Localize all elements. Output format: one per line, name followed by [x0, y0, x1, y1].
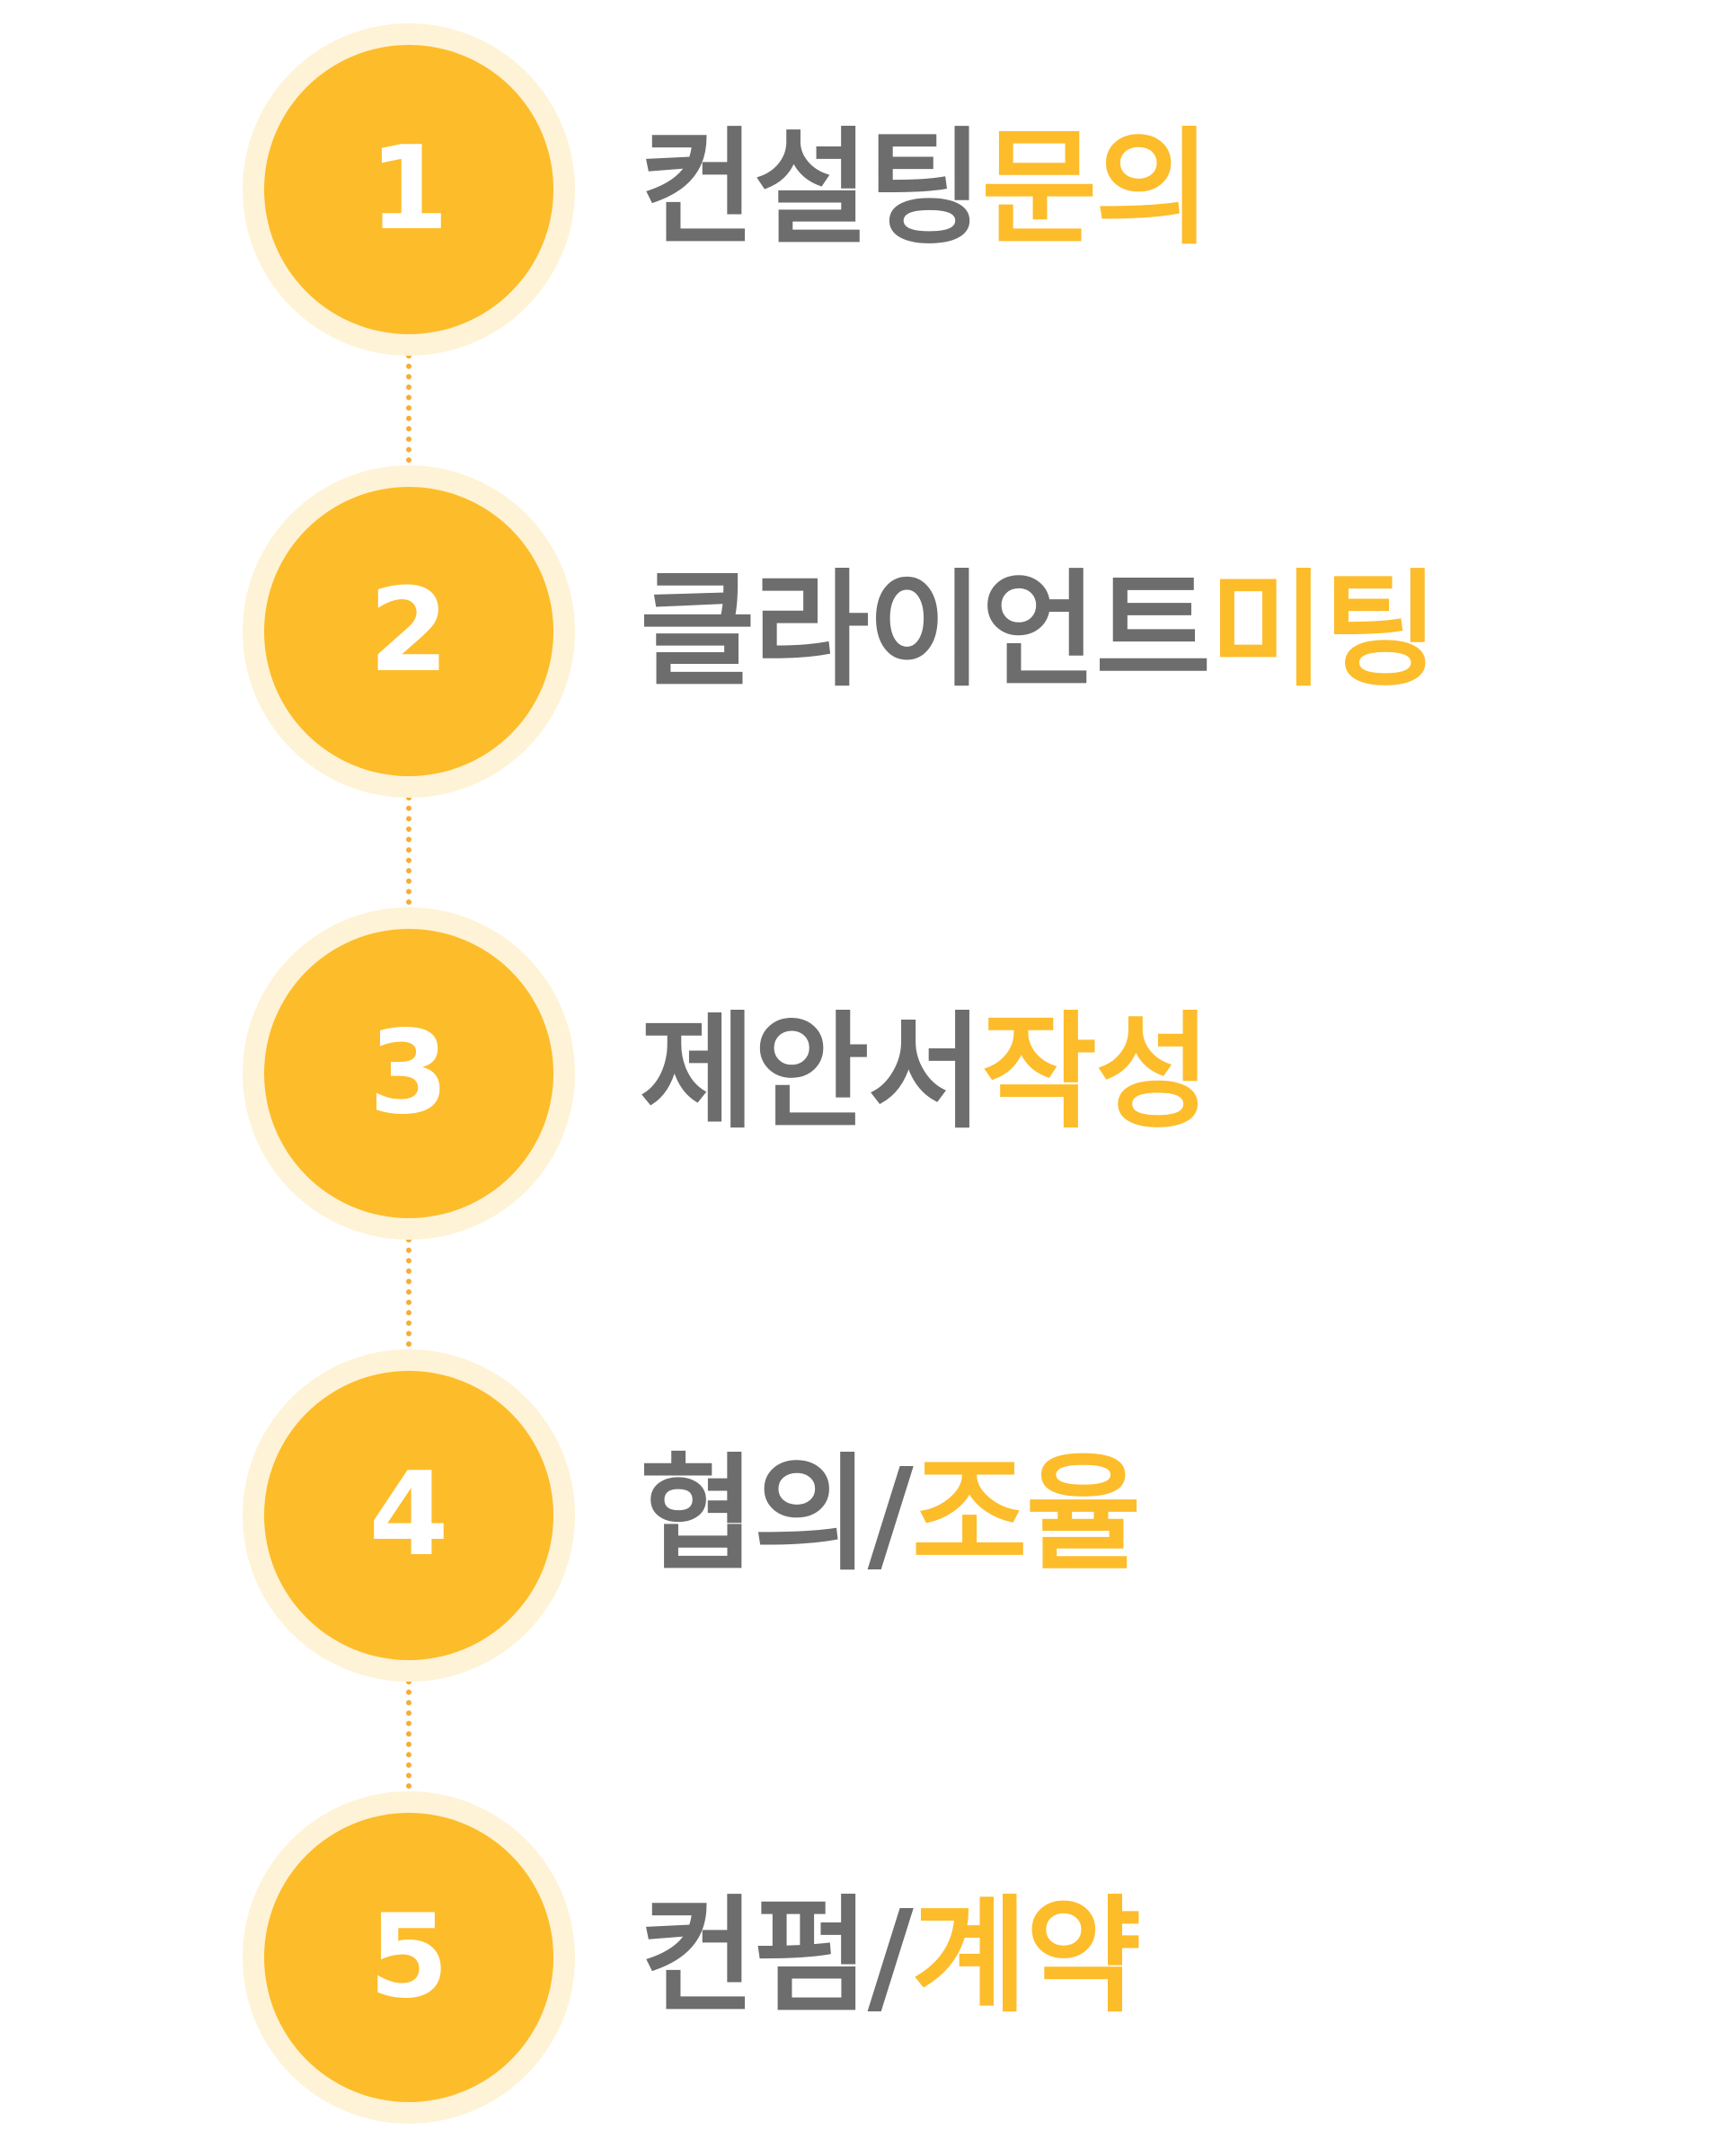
step-4-label-accent: 조율: [911, 1442, 1142, 1588]
step-2-number: 2: [368, 564, 449, 698]
step-2: 2 클라이언트 미팅: [0, 442, 1725, 798]
step-5-label-accent: 계약: [911, 1884, 1142, 2030]
step-4-badge: 4: [264, 1371, 553, 1660]
step-2-label-main: 클라이언트: [640, 558, 1211, 704]
step-5-badge: 5: [264, 1813, 553, 2102]
step-4-circle: 4: [243, 1349, 575, 1682]
step-4-label: 협의/조율: [640, 1421, 1142, 1610]
step-1-label: 컨설팅 문의: [640, 95, 1211, 284]
step-4-label-main: 협의: [640, 1442, 870, 1588]
step-3-label-accent: 작성: [981, 1000, 1211, 1146]
step-2-badge: 2: [264, 487, 553, 776]
step-5: 5 컨펌/계약: [0, 1768, 1725, 2124]
step-1: 1 컨설팅 문의: [0, 0, 1725, 356]
step-1-label-main: 컨설팅: [640, 116, 983, 262]
step-3-label-main: 제안서: [640, 1000, 983, 1146]
step-5-label-main: 컨펌: [640, 1884, 870, 2030]
step-1-badge: 1: [264, 45, 553, 334]
step-5-circle: 5: [243, 1791, 575, 2124]
step-2-circle: 2: [243, 465, 575, 798]
step-3-label: 제안서 작성: [640, 979, 1211, 1168]
step-1-circle: 1: [243, 23, 575, 356]
step-1-number: 1: [368, 122, 449, 256]
connector-2-3: [406, 774, 411, 936]
step-3-badge: 3: [264, 929, 553, 1218]
step-2-label: 클라이언트 미팅: [640, 537, 1439, 726]
step-1-label-accent: 문의: [981, 116, 1211, 262]
step-2-label-accent: 미팅: [1209, 558, 1439, 704]
step-3-number: 3: [368, 1006, 449, 1140]
step-4: 4 협의/조율: [0, 1326, 1725, 1682]
connector-3-4: [406, 1216, 411, 1378]
step-4-number: 4: [368, 1448, 449, 1582]
step-4-label-separator: /: [867, 1442, 914, 1588]
step-5-number: 5: [368, 1890, 449, 2024]
step-3-circle: 3: [243, 907, 575, 1240]
step-5-label: 컨펌/계약: [640, 1863, 1142, 2052]
connector-4-5: [406, 1658, 411, 1820]
step-3: 3 제안서 작성: [0, 884, 1725, 1240]
connector-1-2: [406, 332, 411, 494]
step-5-label-separator: /: [867, 1884, 914, 2030]
